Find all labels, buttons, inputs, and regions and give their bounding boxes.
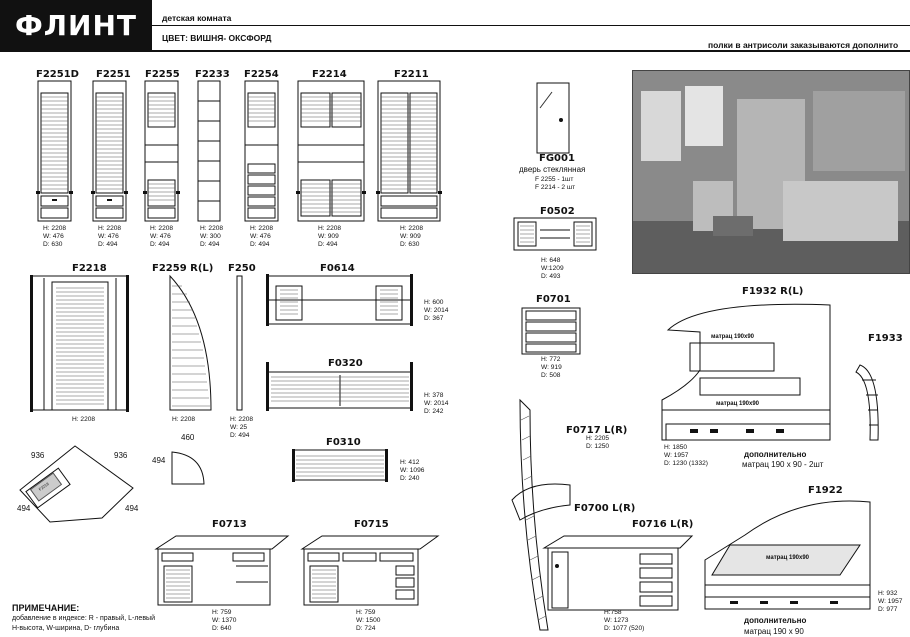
code-f0715: F0715 [354, 519, 389, 530]
f2259-plan-depth: 494 [152, 456, 166, 465]
dims-f2251: H: 2208 W: 476 D: 494 [98, 225, 122, 248]
dims-f250: H: 2208 W: 25 D: 494 [230, 416, 254, 439]
fg001-door-drawing [536, 82, 570, 154]
dims-f0713: H: 759 W: 1370 D: 640 [212, 609, 237, 632]
code-f2218: F2218 [72, 263, 107, 274]
f2259-plan-width: 460 [181, 433, 195, 442]
room-photo-illustration [633, 71, 909, 273]
dims-f0701: H: 772 W: 919 D: 508 [541, 356, 562, 379]
fg001-caption: дверь стеклянная [519, 165, 586, 174]
corner-side-b: 936 [114, 451, 128, 460]
dims-f0502: H: 648 W:1209 D: 493 [541, 257, 564, 280]
shelf-note: полки в антрисоли заказываются дополнито [708, 40, 899, 50]
dims-f2211: H: 2208 W: 909 D: 630 [400, 225, 424, 248]
dims-f2214: H: 2208 W: 909 D: 494 [318, 225, 342, 248]
dims-f0320: H: 378 W: 2014 D: 242 [424, 392, 449, 415]
code-f1922: F1922 [808, 485, 843, 496]
dims-f0310: H: 412 W: 1096 D: 240 [400, 459, 425, 482]
dims-f2255: H: 2208 W: 476 D: 494 [150, 225, 174, 248]
brand-logo: ФЛИНТ [0, 0, 152, 50]
dims-f1932: H: 1850 W: 1957 D: 1230 (1332) [664, 444, 708, 467]
corner-depth-a: 494 [17, 504, 31, 513]
note-line-2: H-высота, W-ширина, D- глубина [12, 625, 120, 632]
note-line-1: добавление в индексе: R - правый, L-левы… [12, 615, 155, 622]
code-f0310: F0310 [326, 437, 361, 448]
dims-fg001: F 2255 - 1шт F 2214 - 2 шт [535, 176, 576, 191]
code-f2254: F2254 [244, 69, 279, 80]
code-f0320: F0320 [328, 358, 363, 369]
code-f250: F250 [228, 263, 256, 274]
f1932-upper-mattress: матрац 190x90 [711, 334, 755, 340]
dims-f2259: H: 2208 [172, 416, 196, 423]
header-divider-bottom [0, 50, 910, 52]
note-title: ПРИМЕЧАНИЕ: [12, 603, 80, 613]
dims-f2233: H: 2208 W: 300 D: 494 [200, 225, 224, 248]
code-f0717: F0717 L(R) [566, 425, 628, 436]
code-f0716: F0716 L(R) [632, 519, 694, 530]
dims-f0716: H:758 W: 1273 D: 1077 (520) [604, 609, 645, 632]
dims-f0717: H: 2205 D: 1250 [586, 435, 610, 450]
dims-f2251d: H: 2208 W: 476 D: 630 [43, 225, 67, 248]
dims-f0614: H: 600 W: 2014 D: 367 [424, 299, 449, 322]
code-fg001: FG001 [539, 153, 575, 164]
code-f2233: F2233 [195, 69, 230, 80]
code-f0700: F0700 L(R) [574, 503, 636, 514]
code-f2259: F2259 R(L) [152, 263, 214, 274]
code-f2214: F2214 [312, 69, 347, 80]
f1922-extra-value: матрац 190 x 90 [744, 627, 804, 636]
code-f0502: F0502 [540, 206, 575, 217]
dims-f2254: H: 2208 W: 476 D: 494 [250, 225, 274, 248]
code-f1933: F1933 [868, 333, 903, 344]
code-f2251d: F2251D [36, 69, 79, 80]
room-title: детская комната [162, 13, 232, 23]
room-photo [632, 70, 910, 274]
code-f2211: F2211 [394, 69, 429, 80]
f1922-mattress: матрац 190x90 [766, 555, 810, 561]
dims-f2218: H: 2208 [72, 416, 96, 423]
code-f0614: F0614 [320, 263, 355, 274]
code-f0713: F0713 [212, 519, 247, 530]
code-f2251: F2251 [96, 69, 131, 80]
f1932-extra-label: дополнительно [744, 450, 807, 459]
dims-f0715: H: 759 W: 1500 D: 724 [356, 609, 381, 632]
header-divider-top [152, 25, 910, 26]
code-f0701: F0701 [536, 294, 571, 305]
f1932-lower-mattress: матрац 190x90 [716, 401, 760, 407]
color-line: ЦВЕТ: ВИШНЯ- ОКСФОРД [162, 33, 272, 43]
code-f1932: F1932 R(L) [742, 286, 804, 297]
corner-depth-b: 494 [125, 504, 139, 513]
f1922-extra-label: дополнительно [744, 616, 807, 625]
code-f2255: F2255 [145, 69, 180, 80]
corner-side-a: 936 [31, 451, 45, 460]
dims-f1922: H: 932 W: 1957 D: 977 [878, 590, 903, 613]
f1932-extra-value: матрац 190 x 90 - 2шт [742, 460, 824, 469]
